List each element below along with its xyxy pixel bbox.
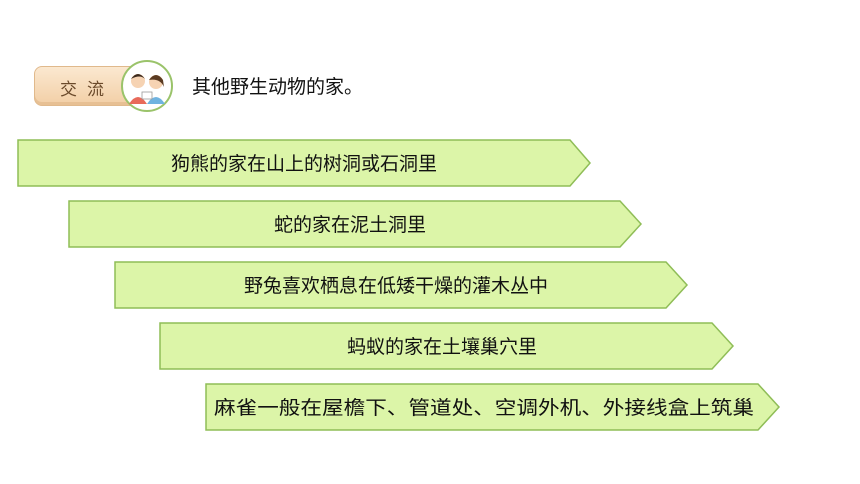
arrow-item-rabbit: 野兔喜欢栖息在低矮干燥的灌木丛中 [114, 261, 689, 309]
arrow-item-sparrow: 麻雀一般在屋檐下、管道处、空调外机、外接线盒上筑巢 [205, 383, 781, 431]
arrow-item-rabbit-label: 野兔喜欢栖息在低矮干燥的灌木丛中 [244, 275, 548, 297]
arrow-item-ant-label: 蚂蚁的家在土壤巢穴里 [347, 336, 537, 358]
arrow-item-snake: 蛇的家在泥土洞里 [68, 200, 643, 248]
arrow-item-ant: 蚂蚁的家在土壤巢穴里 [159, 322, 735, 370]
children-talking-icon [121, 60, 173, 112]
arrow-item-sparrow-label: 麻雀一般在屋檐下、管道处、空调外机、外接线盒上筑巢 [214, 397, 754, 419]
arrow-item-snake-label: 蛇的家在泥土洞里 [274, 214, 426, 236]
arrow-item-bear: 狗熊的家在山上的树洞或石洞里 [17, 139, 591, 187]
arrow-item-bear-label: 狗熊的家在山上的树洞或石洞里 [171, 153, 437, 175]
page-heading: 其他野生动物的家。 [192, 76, 364, 98]
badge-label: 交流 [60, 80, 114, 100]
discussion-badge: 交流 [32, 60, 174, 112]
